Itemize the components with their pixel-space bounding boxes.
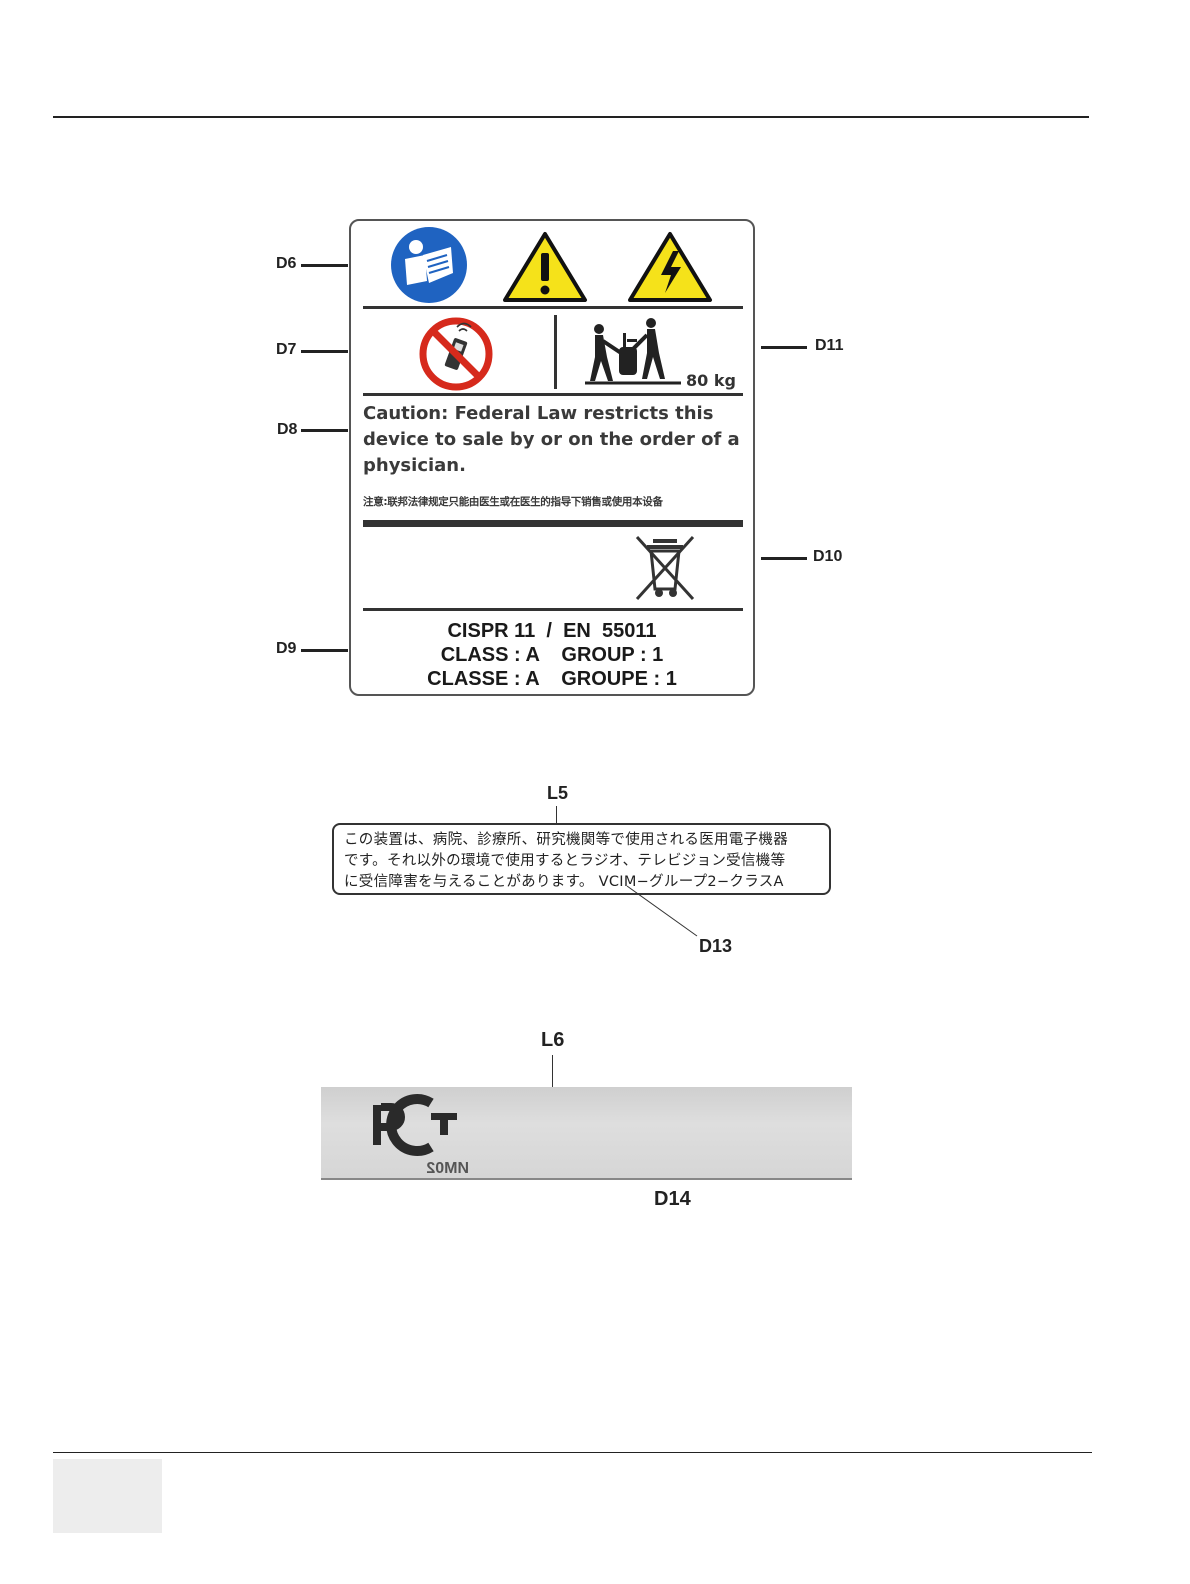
vcci-line-3: に受信障害を与えることがあります。 VCIM−グループ2−クラスA xyxy=(344,874,784,890)
callout-d9: D9 xyxy=(276,640,297,657)
leader-d10 xyxy=(761,557,807,560)
callout-l5: L5 xyxy=(547,783,569,803)
footer-rule xyxy=(53,1452,1092,1453)
leader-d8 xyxy=(301,429,348,432)
page-number-box xyxy=(53,1459,162,1533)
callout-d11: D11 xyxy=(815,337,844,354)
label-separator-2 xyxy=(363,393,743,396)
caution-text-cn: 注意:联邦法律规定只能由医生或在医生的指导下销售或使用本设备 xyxy=(363,496,663,508)
callout-d13: D13 xyxy=(699,936,733,956)
callout-d7: D7 xyxy=(276,341,297,358)
leader-d6 xyxy=(301,264,348,267)
cispr-line-3: CLASSE : A GROUPE : 1 xyxy=(427,668,677,690)
weight-label: 80 kg xyxy=(686,371,736,390)
pct-certification-logo-icon: ИМ02 xyxy=(373,1094,469,1177)
cispr-line-2: CLASS : A GROUP : 1 xyxy=(440,644,664,666)
leader-d11 xyxy=(761,346,807,349)
no-mobile-phone-icon xyxy=(419,317,493,391)
leader-l6 xyxy=(552,1055,553,1087)
callout-d6: D6 xyxy=(276,255,297,272)
label-separator-thick xyxy=(363,520,743,527)
two-person-lift-icon xyxy=(585,318,681,385)
leader-l5 xyxy=(556,806,557,823)
header-rule xyxy=(53,116,1089,118)
callout-d10: D10 xyxy=(813,548,843,565)
callout-d8: D8 xyxy=(277,421,298,438)
weee-crossed-bin-icon xyxy=(635,535,695,601)
emc-classification: CISPR 11 / EN 55011 CLASS : A GROUP : 1 … xyxy=(351,619,753,691)
callout-l6: L6 xyxy=(541,1029,565,1051)
pct-code: ИМ02 xyxy=(426,1160,469,1177)
pct-code-mirrored: ИМ02 xyxy=(426,1160,469,1177)
leader-d9 xyxy=(301,649,348,652)
cispr-line-1: CISPR 11 / EN 55011 xyxy=(447,620,657,642)
general-warning-icon xyxy=(503,232,587,302)
label-separator-1 xyxy=(363,306,743,309)
electrical-hazard-icon xyxy=(628,232,712,302)
leader-d7 xyxy=(301,350,348,353)
callout-d14: D14 xyxy=(654,1188,691,1210)
vcci-line-2: です。それ以外の環境で使用するとラジオ、テレビジョン受信機等 xyxy=(344,853,786,869)
certification-photo-label: ИМ02 xyxy=(321,1087,852,1180)
vcci-line-1: この装置は、病院、診療所、研究機関等で使用される医用電子機器 xyxy=(344,832,788,848)
label-separator-3 xyxy=(363,608,743,611)
caution-text-en: Caution: Federal Law restricts this devi… xyxy=(363,403,740,476)
main-safety-label: 80 kg Caution: Federal Law restricts thi… xyxy=(349,219,755,696)
vcci-japanese-label: この装置は、病院、診療所、研究機関等で使用される医用電子機器 です。それ以外の環… xyxy=(332,823,831,895)
label-vertical-divider xyxy=(554,315,557,389)
read-manual-icon xyxy=(391,227,467,303)
